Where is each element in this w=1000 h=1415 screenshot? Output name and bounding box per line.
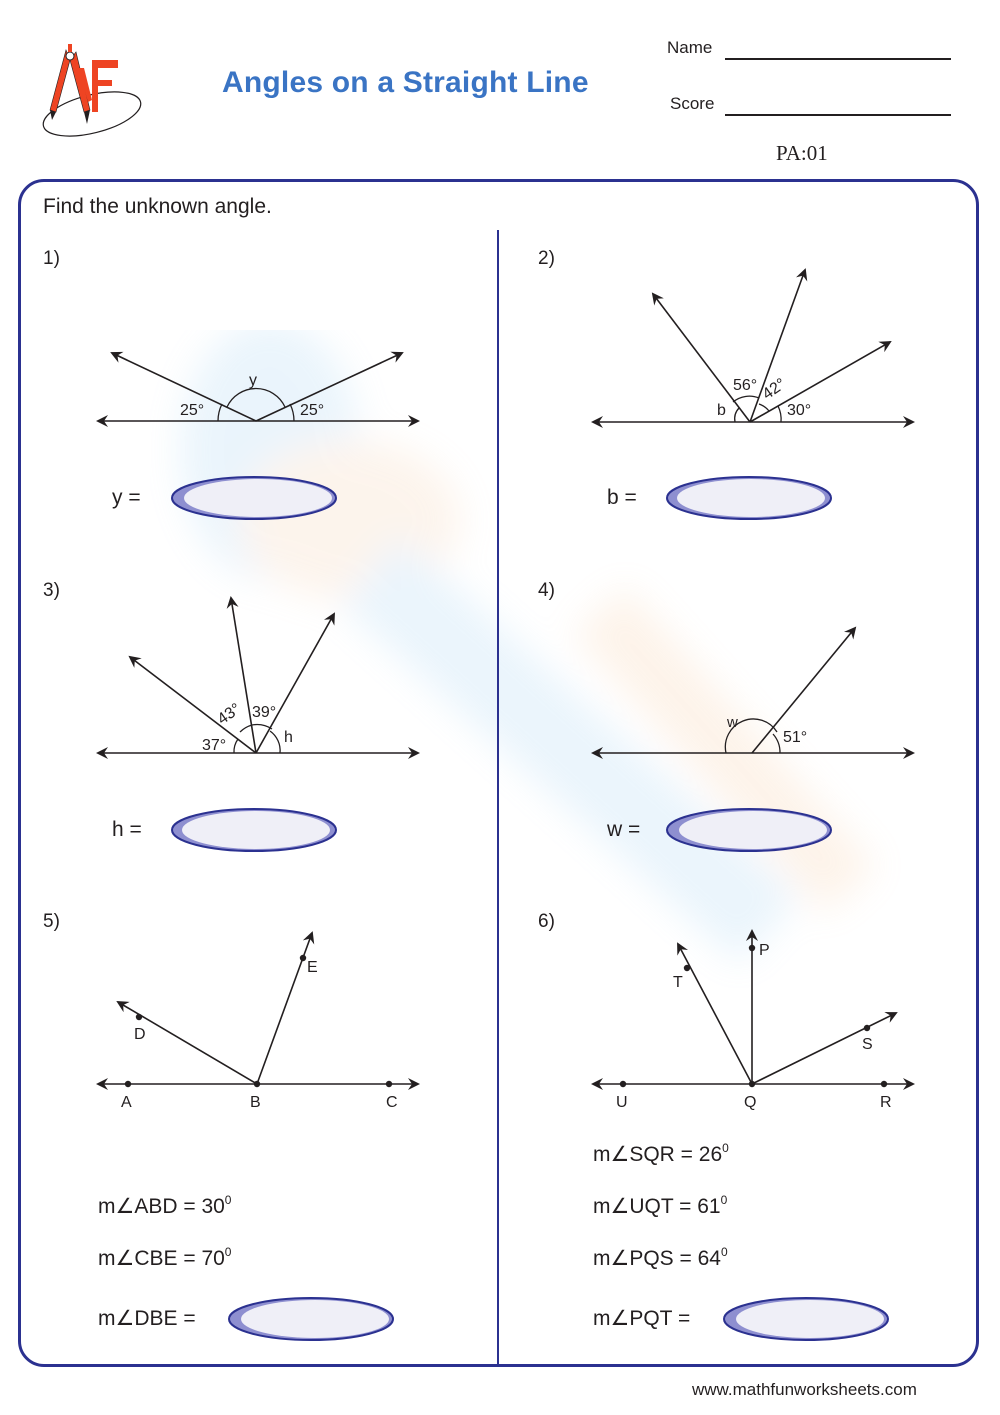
name-label: Name bbox=[667, 38, 713, 57]
column-divider bbox=[497, 230, 499, 1366]
problem-4-answer-box[interactable] bbox=[665, 807, 833, 853]
svg-text:y: y bbox=[249, 372, 257, 389]
problem-6-given-2: m∠UQT = 610 bbox=[593, 1193, 728, 1218]
svg-text:30°: 30° bbox=[787, 402, 811, 419]
problem-3-number: 3) bbox=[43, 580, 60, 601]
name-field[interactable] bbox=[725, 58, 951, 60]
svg-text:42°: 42° bbox=[760, 375, 790, 403]
problem-2-answer-box[interactable] bbox=[665, 475, 833, 521]
svg-text:E: E bbox=[307, 959, 318, 976]
problem-1-diagram: 25° y 25° bbox=[96, 351, 420, 427]
svg-text:MF: MF bbox=[38, 42, 40, 43]
problem-5-answer-box[interactable] bbox=[227, 1296, 395, 1342]
problem-6-number: 6) bbox=[538, 911, 555, 932]
problem-2-label: b = bbox=[607, 486, 637, 509]
score-label: Score bbox=[670, 94, 715, 113]
problem-2-number: 2) bbox=[538, 248, 555, 269]
svg-text:37°: 37° bbox=[202, 737, 226, 754]
svg-text:T: T bbox=[673, 974, 683, 991]
mf-logo: MF bbox=[38, 42, 142, 137]
problem-5-number: 5) bbox=[43, 911, 60, 932]
problem-3-diagram: 37° 43° 39° h bbox=[96, 596, 420, 759]
score-field[interactable] bbox=[725, 114, 951, 116]
svg-text:S: S bbox=[862, 1036, 873, 1053]
svg-text:25°: 25° bbox=[180, 402, 204, 419]
worksheet-code: PA:01 bbox=[776, 141, 828, 165]
problem-1-label: y = bbox=[112, 486, 141, 509]
svg-text:56°: 56° bbox=[733, 377, 757, 394]
problem-5-given-1: m∠ABD = 300 bbox=[98, 1193, 232, 1218]
problem-6-answer-box[interactable] bbox=[722, 1296, 890, 1342]
problem-5-label: m∠DBE = bbox=[98, 1307, 196, 1330]
problem-5-given-2: m∠CBE = 700 bbox=[98, 1245, 232, 1270]
svg-text:Q: Q bbox=[744, 1094, 756, 1111]
problem-6-given-3: m∠PQS = 640 bbox=[593, 1245, 728, 1270]
svg-text:w: w bbox=[726, 714, 738, 731]
problem-1-answer-box[interactable] bbox=[170, 475, 338, 521]
svg-text:51°: 51° bbox=[783, 729, 807, 746]
problem-2-diagram: b 56° 42° 30° bbox=[591, 268, 915, 428]
svg-text:39°: 39° bbox=[252, 704, 276, 721]
problem-6-diagram: U Q R P T S bbox=[591, 929, 915, 1111]
problem-6-label: m∠PQT = bbox=[593, 1307, 691, 1330]
svg-text:C: C bbox=[386, 1094, 398, 1111]
website-footer: www.mathfunworksheets.com bbox=[692, 1380, 917, 1399]
svg-text:A: A bbox=[121, 1094, 132, 1111]
problem-3-answer-box[interactable] bbox=[170, 807, 338, 853]
problem-4-label: w = bbox=[607, 818, 641, 841]
svg-text:b: b bbox=[717, 402, 726, 419]
svg-text:h: h bbox=[284, 729, 293, 746]
svg-text:D: D bbox=[134, 1026, 146, 1043]
svg-text:B: B bbox=[250, 1094, 261, 1111]
svg-text:U: U bbox=[616, 1094, 628, 1111]
problem-1-number: 1) bbox=[43, 248, 60, 269]
problem-3-label: h = bbox=[112, 818, 142, 841]
page-title: Angles on a Straight Line bbox=[222, 66, 589, 99]
problem-4-number: 4) bbox=[538, 580, 555, 601]
problem-6-given-1: m∠SQR = 260 bbox=[593, 1141, 729, 1166]
svg-text:R: R bbox=[880, 1094, 892, 1111]
svg-text:25°: 25° bbox=[300, 402, 324, 419]
problem-5-diagram: A B C D E bbox=[96, 931, 420, 1111]
problem-4-diagram: w 51° bbox=[591, 626, 915, 759]
svg-text:P: P bbox=[759, 942, 770, 959]
instructions: Find the unknown angle. bbox=[43, 195, 272, 218]
